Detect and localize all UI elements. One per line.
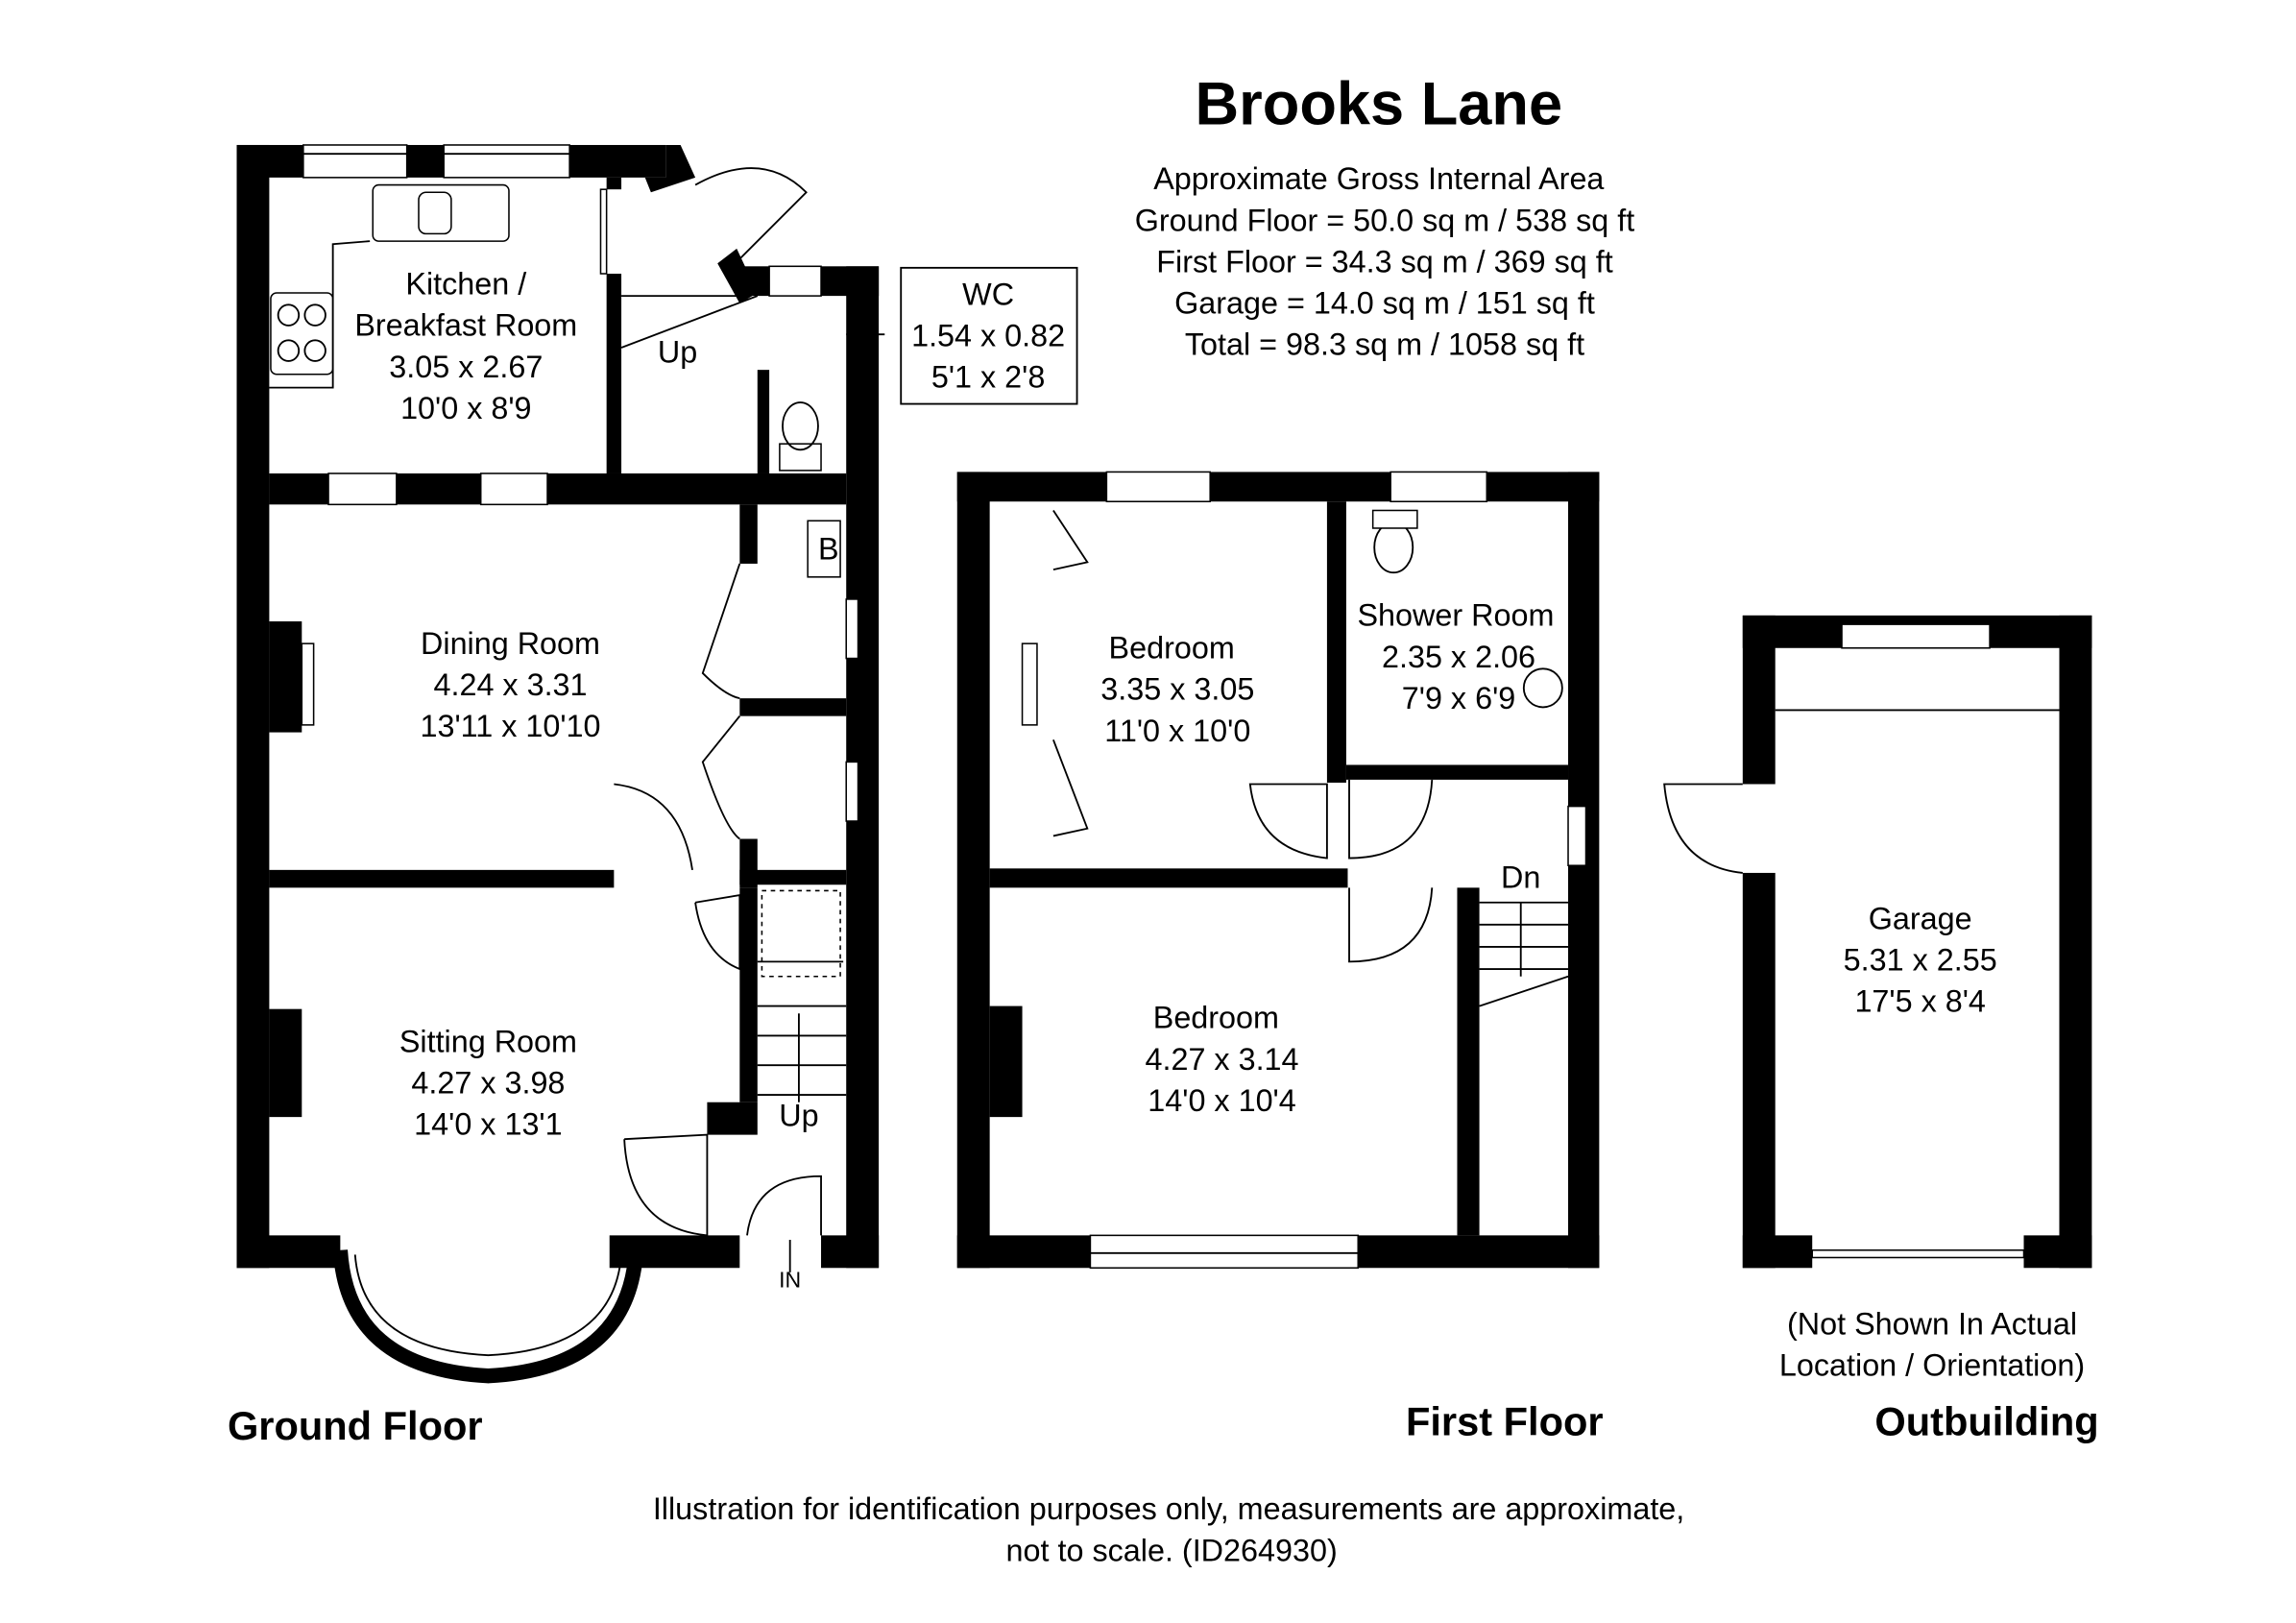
- dining-name: Dining Room: [421, 626, 600, 661]
- staircase-landing: [1479, 901, 1569, 1007]
- bedroom1-metric: 3.35 x 3.05: [1100, 672, 1254, 707]
- ground-floor-plan: B IN: [228, 144, 1078, 1448]
- wc-metric: 1.54 x 0.82: [911, 318, 1065, 352]
- first-floor-label: First Floor: [1406, 1398, 1604, 1443]
- dining-metric: 4.24 x 3.31: [433, 667, 587, 702]
- bedroom1-imperial: 11'0 x 10'0: [1104, 714, 1250, 748]
- stairs-up-rear-label: Up: [658, 334, 697, 369]
- entrance-label: IN: [779, 1267, 801, 1292]
- stairs-up-hall-label: Up: [779, 1098, 818, 1132]
- area-ground-floor: Ground Floor = 50.0 sq m / 538 sq ft: [1135, 203, 1634, 237]
- bedroom2-imperial: 14'0 x 10'4: [1148, 1083, 1295, 1118]
- stairs-down-label: Dn: [1501, 860, 1540, 894]
- area-first-floor: First Floor = 34.3 sq m / 369 sq ft: [1156, 244, 1612, 279]
- kitchen-imperial: 10'0 x 8'9: [400, 391, 531, 425]
- outbuilding-plan: Garage 5.31 x 2.55 17'5 x 8'4 (Not Shown…: [1663, 615, 2099, 1443]
- garage-name: Garage: [1869, 901, 1972, 935]
- area-heading: Approximate Gross Internal Area: [1153, 161, 1604, 196]
- staircase-hall: [757, 1005, 847, 1102]
- dining-imperial: 13'11 x 10'10: [421, 709, 601, 743]
- sitting-name: Sitting Room: [399, 1024, 577, 1058]
- shower-metric: 2.35 x 2.06: [1382, 640, 1535, 674]
- sitting-imperial: 14'0 x 13'1: [414, 1107, 562, 1142]
- outbuilding-label: Outbuilding: [1874, 1398, 2098, 1443]
- wc-name: WC: [962, 277, 1014, 311]
- kitchen-name-1: Kitchen /: [405, 267, 526, 302]
- first-floor-plan: Bedroom 3.35 x 3.05 11'0 x 10'0 Shower R…: [956, 471, 1604, 1443]
- area-total: Total = 98.3 sq m / 1058 sq ft: [1185, 327, 1584, 362]
- kitchen-name-2: Breakfast Room: [354, 308, 577, 343]
- shower-imperial: 7'9 x 6'9: [1402, 681, 1515, 715]
- property-title: Brooks Lane: [1196, 70, 1563, 137]
- bedroom1-name: Bedroom: [1109, 631, 1235, 666]
- disclaimer-line-1: Illustration for identification purposes…: [653, 1491, 1684, 1526]
- ground-floor-label: Ground Floor: [228, 1403, 483, 1448]
- outbuilding-note-2: Location / Orientation): [1779, 1348, 2085, 1383]
- sitting-metric: 4.27 x 3.98: [411, 1065, 565, 1100]
- bedroom2-metric: 4.27 x 3.14: [1146, 1042, 1299, 1077]
- disclaimer-line-2: not to scale. (ID264930): [1006, 1533, 1338, 1567]
- shower-name: Shower Room: [1357, 598, 1554, 633]
- garage-imperial: 17'5 x 8'4: [1854, 984, 1985, 1019]
- bedroom2-name: Bedroom: [1153, 1001, 1279, 1035]
- kitchen-metric: 3.05 x 2.67: [389, 350, 543, 384]
- outbuilding-note-1: (Not Shown In Actual: [1787, 1307, 2077, 1342]
- wc-label-box: [900, 266, 1078, 405]
- wc-imperial: 5'1 x 2'8: [931, 360, 1045, 395]
- garage-metric: 5.31 x 2.55: [1844, 943, 1997, 978]
- boiler-label: B: [818, 531, 839, 566]
- area-garage: Garage = 14.0 sq m / 151 sq ft: [1174, 286, 1595, 321]
- hob-icon: [270, 292, 334, 375]
